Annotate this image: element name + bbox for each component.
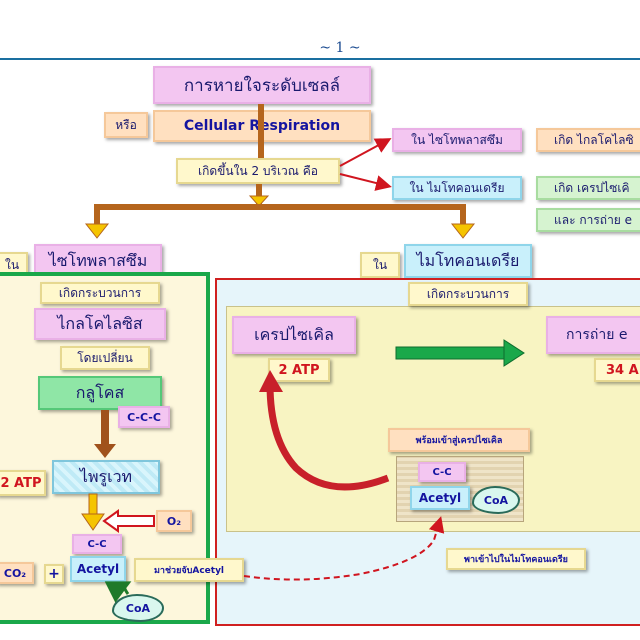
- ready-text: พร้อมเข้าสู่เครปไซเคิล: [415, 436, 503, 446]
- glycolysis-atp-text: 2 ATP: [0, 475, 42, 491]
- krebs-atp: 2 ATP: [268, 358, 330, 382]
- krebs-box: เครปไซเคิล: [232, 316, 356, 354]
- glycolysis-text: ไกลโคไลซิส: [57, 313, 143, 333]
- english-title-text: Cellular Respiration: [183, 118, 341, 134]
- pyruvate-box: ไพรูเวท: [52, 460, 160, 494]
- note-in-mitochondria-text: ใน ไมโทคอนเดรีย: [409, 180, 505, 195]
- right-in-text: ใน: [372, 257, 388, 272]
- note-krebs: เกิด เครปไซเคิ: [536, 176, 640, 200]
- arrow-to-mitochondria-note: [339, 173, 392, 191]
- plus-text: +: [48, 566, 60, 582]
- note-in-mitochondria: ใน ไมโทคอนเดรีย: [392, 176, 522, 200]
- electron-transport-box: การถ่าย e: [546, 316, 640, 354]
- combine-note-text: มาช่วยจับAcetyl: [153, 566, 225, 576]
- ready-label: พร้อมเข้าสู่เครปไซเคิล: [388, 428, 530, 452]
- main-title: การหายใจระดับเซลล์: [153, 66, 371, 104]
- glycolysis-box: ไกลโคไลซิส: [34, 308, 166, 340]
- occurs-in-two-areas: เกิดขึ้นใน 2 บริเวณ คือ: [176, 158, 340, 184]
- coa-blob-right: CoA: [472, 486, 520, 514]
- krebs-atp-text: 2 ATP: [278, 362, 320, 378]
- note-glycolysis: เกิด ไกลโคไลซิ: [536, 128, 640, 152]
- left-process-label-text: เกิดกระบวนการ: [58, 285, 142, 300]
- combine-note: มาช่วยจับAcetyl: [134, 558, 244, 582]
- note-in-cytoplasm-text: ใน ไซโทพลาสซึม: [411, 132, 503, 147]
- glucose-text: กลูโคส: [75, 382, 125, 402]
- note-electron-text: และ การถ่าย e: [554, 212, 633, 227]
- mitochondria-header: ไมโทคอนเดรีย: [404, 244, 532, 278]
- note-krebs-text: เกิด เครปไซเคิ: [554, 180, 630, 195]
- top-rule: [0, 58, 640, 60]
- c2-left-text: C-C: [87, 538, 107, 550]
- acetyl-box-right: Acetyl: [410, 486, 470, 510]
- acetyl-box-left: Acetyl: [70, 556, 126, 582]
- c2-right-text: C-C: [432, 466, 452, 478]
- oxygen-text: O₂: [166, 514, 182, 528]
- right-branch-head: [450, 223, 476, 239]
- c2-label-left: C-C: [72, 534, 122, 554]
- note-electron-transport: และ การถ่าย e: [536, 208, 640, 232]
- acetyl-left-text: Acetyl: [76, 562, 120, 576]
- c3-label: C-C-C: [118, 406, 170, 428]
- main-title-text: การหายใจระดับเซลล์: [183, 75, 341, 96]
- cytoplasm-header-text: ไซโทพลาสซึม: [48, 250, 148, 270]
- left-in-text: ใน: [4, 257, 20, 272]
- enter-note: พาเข้าไปในไมโทคอนเดรีย: [446, 548, 586, 570]
- page-number: ~ 1 ~: [319, 40, 361, 56]
- oxygen-label: O₂: [156, 510, 192, 532]
- by-changing-label: โดยเปลี่ยน: [60, 346, 150, 370]
- right-branch: [460, 204, 466, 226]
- c3-text: C-C-C: [127, 410, 161, 424]
- coa-right-text: CoA: [483, 493, 509, 507]
- electron-atp-text: 34 A: [606, 362, 639, 378]
- split-stem-head: [248, 195, 270, 207]
- glycolysis-atp: 2 ATP: [0, 470, 46, 496]
- right-process-label: เกิดกระบวนการ: [408, 282, 528, 306]
- left-branch-head: [84, 223, 110, 239]
- plus-sign: +: [44, 564, 64, 584]
- acetyl-right-text: Acetyl: [418, 491, 462, 505]
- mitochondria-header-text: ไมโทคอนเดรีย: [416, 250, 520, 270]
- coa-left-text: CoA: [125, 601, 151, 615]
- split-bar: [96, 204, 466, 210]
- pyruvate-text: ไพรูเวท: [79, 466, 133, 486]
- left-process-label: เกิดกระบวนการ: [40, 282, 160, 304]
- c2-label-right: C-C: [418, 462, 466, 482]
- or-label: หรือ: [104, 112, 148, 138]
- right-in-label: ใน: [360, 252, 400, 278]
- arrow-to-cytoplasm-note: [339, 138, 392, 167]
- electron-atp: 34 A: [594, 358, 640, 382]
- electron-transport-text: การถ่าย e: [566, 327, 628, 343]
- co2-label: CO₂: [0, 562, 34, 584]
- co2-text: CO₂: [3, 566, 27, 580]
- enter-note-text: พาเข้าไปในไมโทคอนเดรีย: [464, 555, 568, 565]
- left-branch: [94, 204, 100, 226]
- split-stem: [256, 184, 262, 204]
- occurs-text: เกิดขึ้นใน 2 บริเวณ คือ: [198, 163, 318, 178]
- note-glycolysis-text: เกิด ไกลโคไลซิ: [554, 132, 634, 147]
- note-in-cytoplasm: ใน ไซโทพลาสซึม: [392, 128, 522, 152]
- by-changing-text: โดยเปลี่ยน: [77, 350, 133, 365]
- right-process-label-text: เกิดกระบวนการ: [426, 286, 510, 301]
- glucose-box: กลูโคส: [38, 376, 162, 410]
- coa-blob-left: CoA: [112, 594, 164, 622]
- krebs-text: เครปไซเคิล: [254, 324, 334, 344]
- or-text: หรือ: [115, 117, 137, 132]
- english-title: Cellular Respiration: [153, 110, 371, 142]
